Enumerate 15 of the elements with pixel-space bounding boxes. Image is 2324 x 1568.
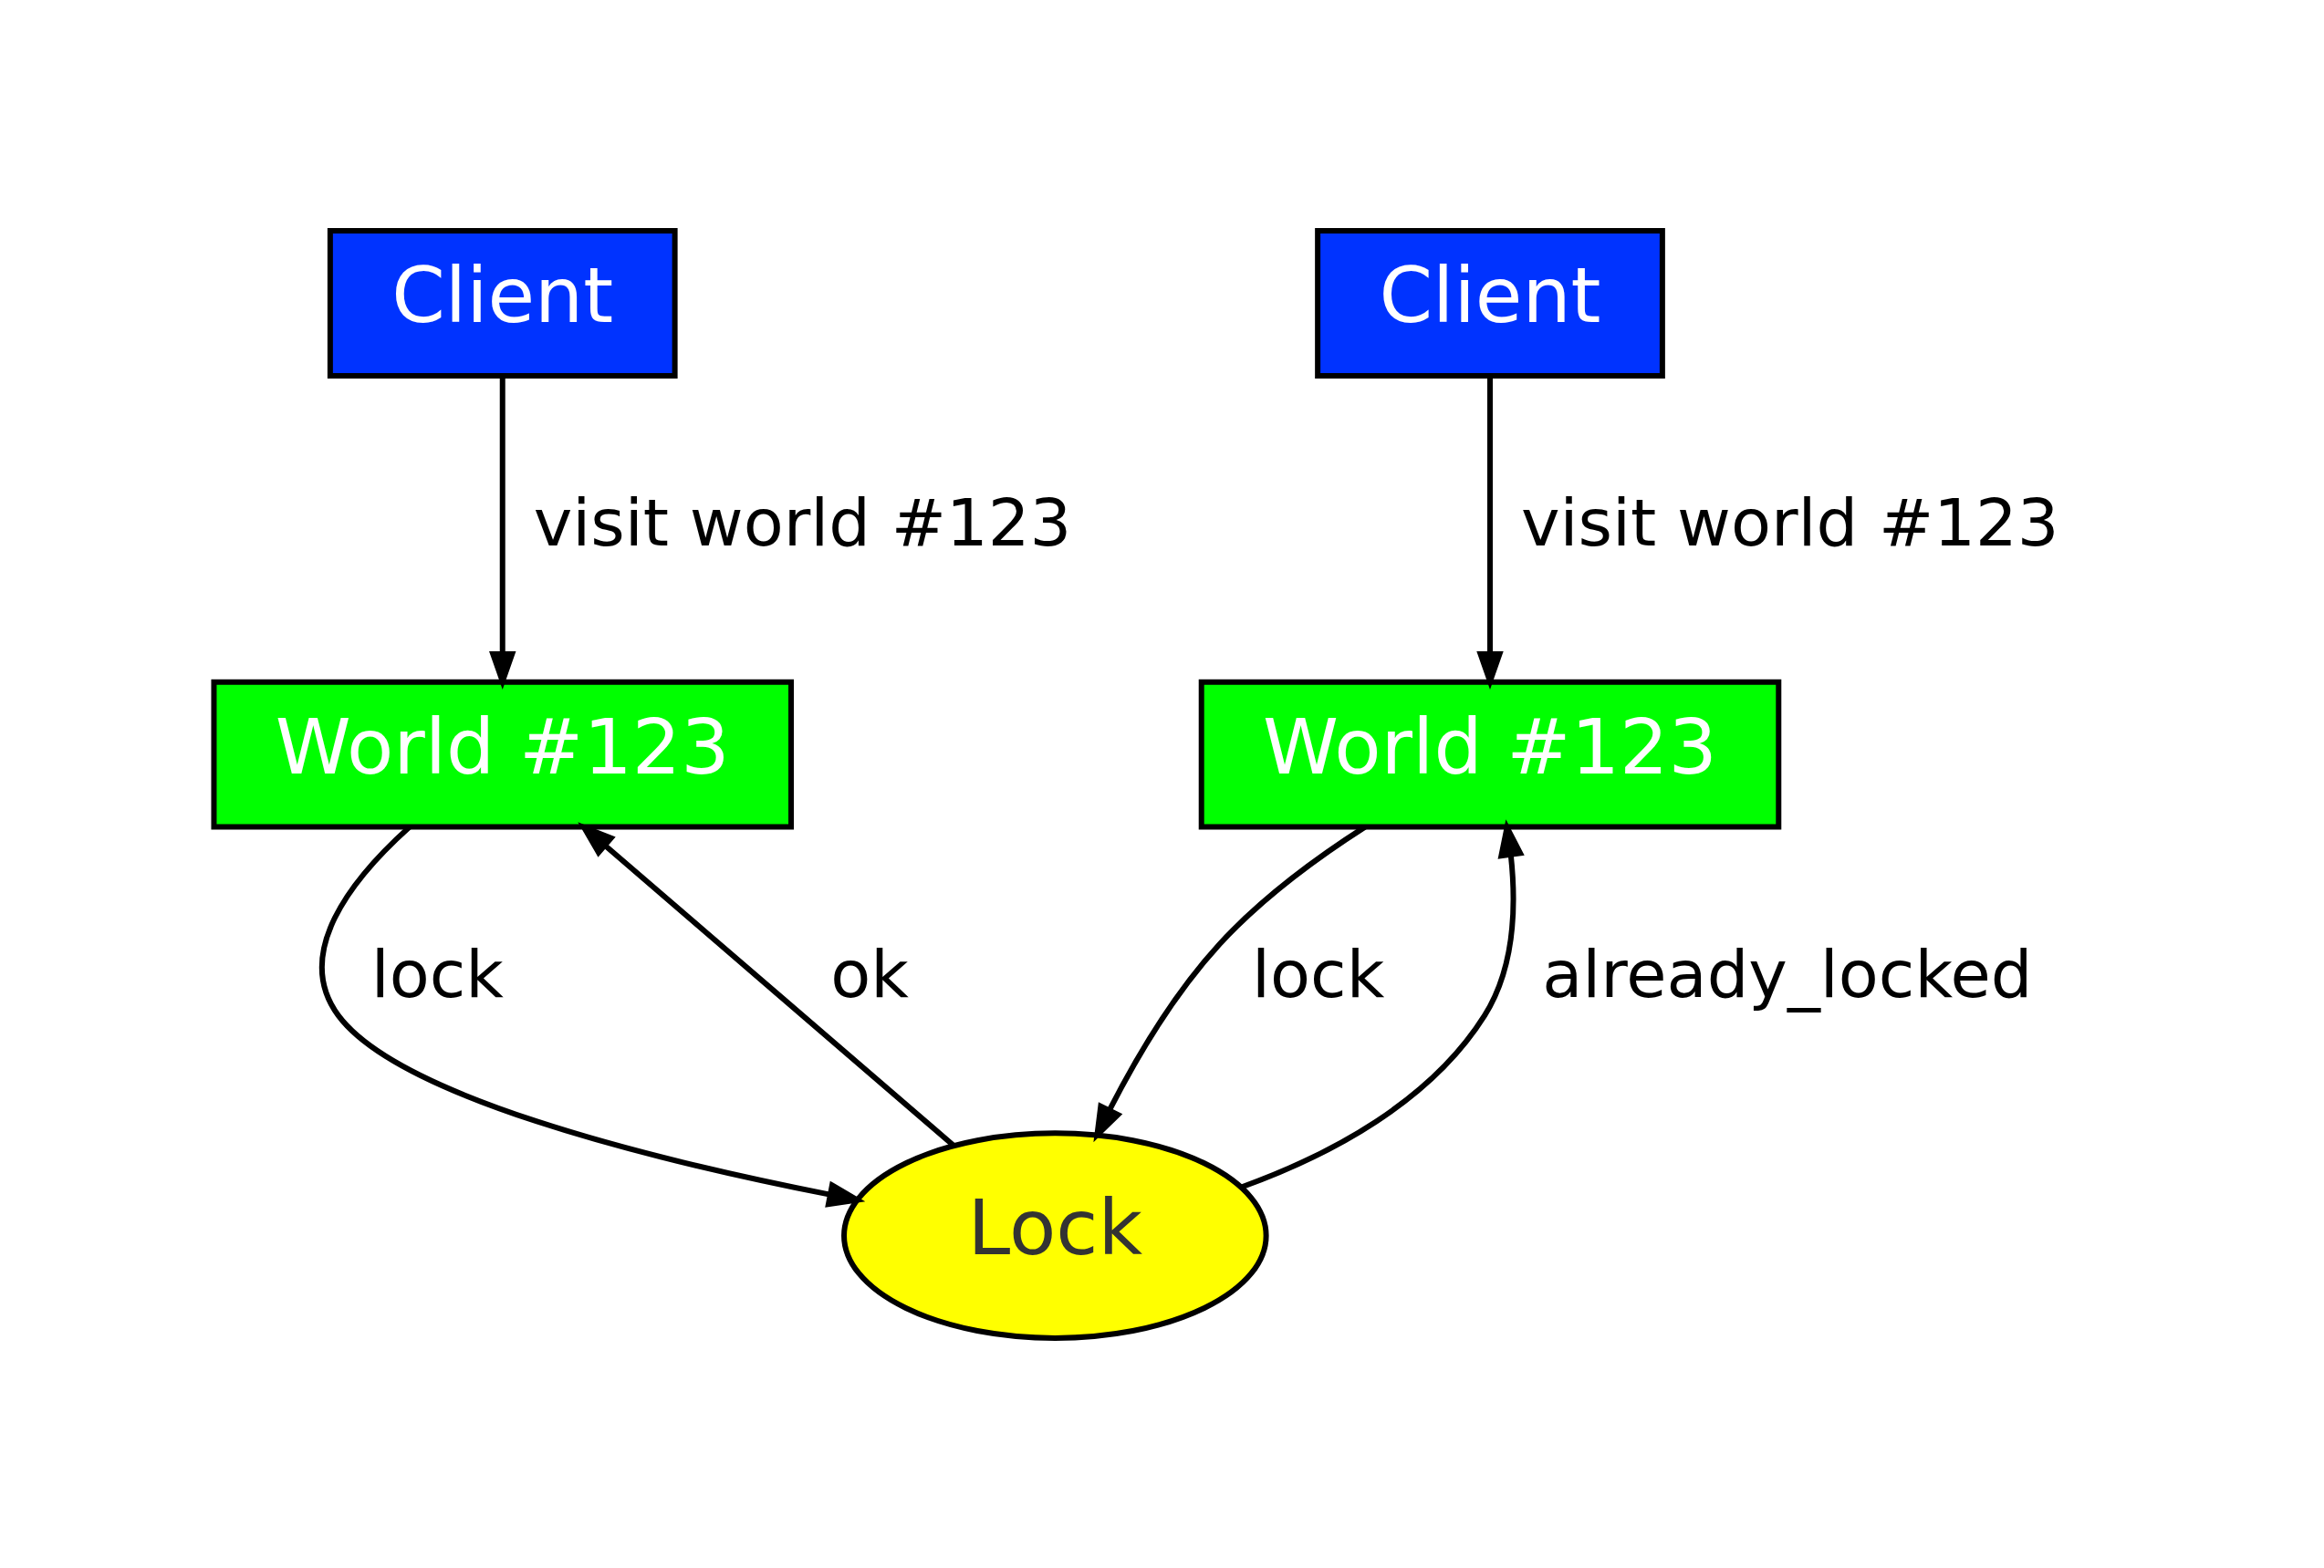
node-box: World #123 bbox=[1198, 679, 1781, 830]
arrow bbox=[1475, 376, 1504, 690]
arrow bbox=[577, 821, 955, 1147]
arrow bbox=[488, 376, 516, 690]
node-box: Client bbox=[1314, 227, 1665, 379]
node-ellipse: Lock bbox=[840, 1129, 1269, 1341]
edge-label: lock bbox=[1251, 935, 1384, 1012]
arrow bbox=[1239, 818, 1525, 1189]
edge-label: lock bbox=[370, 935, 504, 1012]
edge-label: visit world #123 bbox=[1520, 483, 2059, 561]
node-box: World #123 bbox=[210, 679, 794, 830]
node-box: Client bbox=[327, 227, 678, 379]
edge-label: ok bbox=[829, 935, 909, 1012]
edge-label: visit world #123 bbox=[533, 483, 1071, 561]
edge-label: already_locked bbox=[1541, 935, 2032, 1012]
